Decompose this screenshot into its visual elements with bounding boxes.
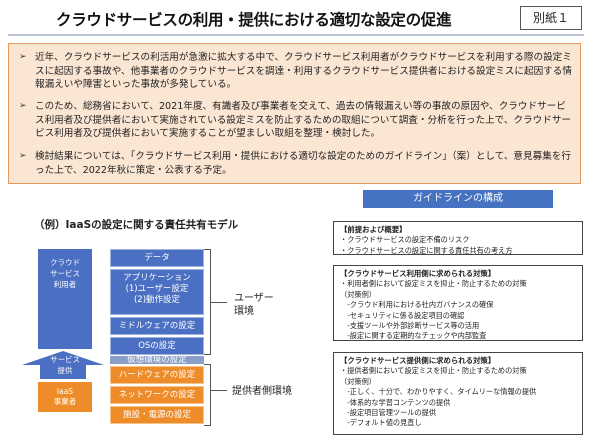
guideline-box-provider: 【クラウドサービス提供側に求められる対策】 ・提供者側において設定ミスを抑止・防… [333,352,583,435]
box-heading: 【前提および概要】 [340,225,407,234]
box-line: -デフォルト値の見直し [340,418,422,428]
box-line: -設定に関する定期的なチェックや内部監査 [340,331,487,341]
summary-bullet: ➢ 検討結果については、「クラウドサービス利用・提供における適切な設定のためのガ… [19,150,575,177]
box-line: ・クラウドサービスの設定不備のリスク [340,235,470,245]
header: クラウドサービスの利用・提供における適切な設定の促進 別紙１ [0,0,590,36]
box-line: （対策例） [340,376,376,386]
box-line: -正しく、十分で、わかりやすく、タイムリーな情報の提供 [340,387,537,397]
layer-hardware: ハードウェアの設定 [110,366,204,384]
arrow-bullet-icon: ➢ [19,151,27,161]
layer-virtualization: 仮想環境の設定 [110,356,204,364]
user-bracket-tick [211,302,227,303]
provider-bracket [210,364,211,425]
box-line: -設定項目管理ツールの提供 [340,408,437,418]
attachment-badge: 別紙１ [520,6,582,30]
bullet-text: このため、総務省において、2021年度、有識者及び事業者を交えて、過去の情報漏え… [35,101,572,140]
layer-facility: 施設・電源の設定 [110,406,204,424]
box-line: ・利用者側において設定ミスを抑止・防止するための対策 [340,279,527,289]
user-bracket-top [204,249,211,250]
service-provision-label: サービス 提供 [50,355,80,375]
box-line: ・クラウドサービスの設定に関する責任共有の考え方 [340,245,513,255]
cloud-user-label: クラウド サービス 利用者 [38,249,92,349]
layer-data: データ [110,249,204,267]
layer-application: アプリケーション (1)ユーザー設定 (2)動作設定 [110,269,204,315]
summary-box: ➢ 近年、クラウドサービスの利活用が急激に拡大する中で、クラウドサービス利用者が… [8,43,581,184]
guideline-box-premise: 【前提および概要】 ・クラウドサービスの設定不備のリスク ・クラウドサービスの設… [333,221,583,255]
guideline-box-user: 【クラウドサービス利用側に求められる対策】 ・利用者側において設定ミスを抑止・防… [333,265,583,341]
layer-middleware: ミドルウェアの設定 [110,317,204,335]
box-line: -セキュリティに係る設定項目の確認 [340,310,465,320]
arrow-bullet-icon: ➢ [19,52,27,62]
layer-os: OSの設定 [110,337,204,355]
summary-bullet: ➢ 近年、クラウドサービスの利活用が急激に拡大する中で、クラウドサービス利用者が… [19,51,575,92]
provider-environment-label: 提供者側環境 [232,386,292,397]
box-line: -体系的な学習コンテンツの提供 [340,397,451,407]
iaas-provider-label: IaaS 事業者 [38,382,92,412]
arrow-bullet-icon: ➢ [19,101,27,111]
provider-bracket-top [204,364,211,365]
provider-bracket-bottom [204,425,211,426]
box-heading: 【クラウドサービス提供側に求められる対策】 [340,356,496,365]
provider-bracket-tick [211,390,227,391]
bullet-text: 近年、クラウドサービスの利活用が急激に拡大する中で、クラウドサービス利用者がクラ… [35,52,572,91]
user-bracket [210,249,211,354]
service-arrow-icon [22,351,104,379]
layer-network: ネットワークの設定 [110,386,204,404]
page-title: クラウドサービスの利用・提供における適切な設定の促進 [56,11,452,29]
title-divider [8,34,584,36]
box-line: （対策例） [340,289,376,299]
user-bracket-bottom [204,354,211,355]
guideline-heading: ガイドラインの構成 [363,190,553,208]
box-heading: 【クラウドサービス利用側に求められる対策】 [340,269,496,278]
box-line: -支援ツールや外部診断サービス等の活用 [340,321,480,331]
summary-bullet: ➢ このため、総務省において、2021年度、有識者及び事業者を交えて、過去の情報… [19,100,575,141]
bullet-text: 検討結果については、「クラウドサービス利用・提供における適切な設定のためのガイド… [35,151,571,176]
box-line: ・提供者側において設定ミスを抑止・防止するための対策 [340,366,527,376]
box-line: -クラウド利用における社内ガバナンスの確保 [340,300,494,310]
diagram-title: （例）IaaSの設定に関する責任共有モデル [34,219,239,231]
guideline-panel: ガイドラインの構成 【前提および概要】 ・クラウドサービスの設定不備のリスク ・… [333,190,583,440]
user-environment-label: ユーザー 環境 [234,293,274,317]
